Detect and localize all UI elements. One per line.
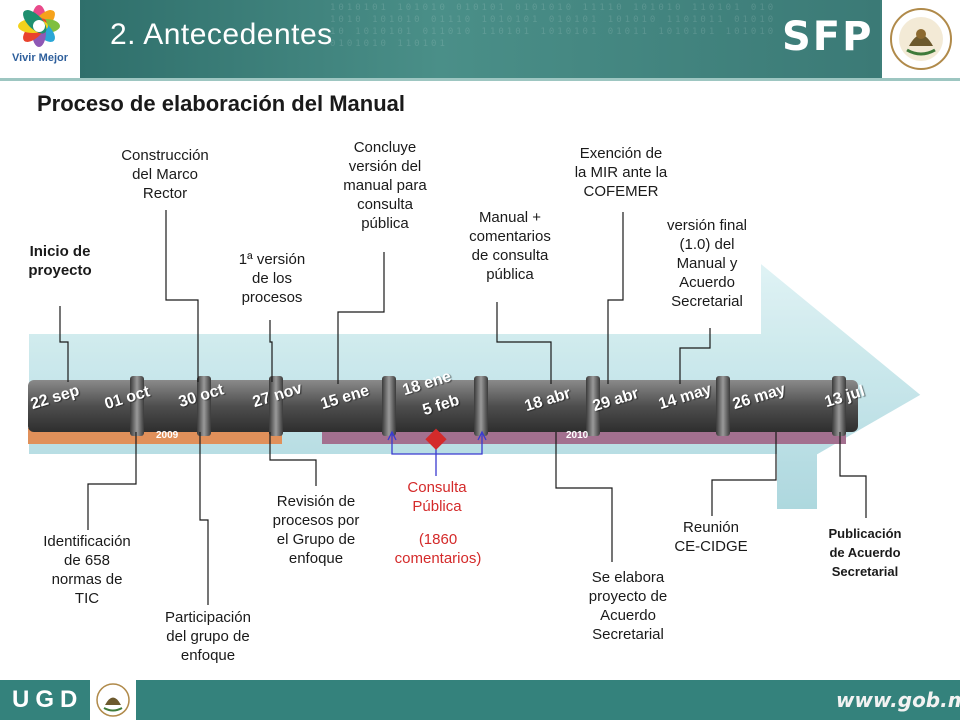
vivir-mejor-flower-logo bbox=[18, 5, 60, 47]
label-version-final: versión final (1.0) del Manual y Acuerdo… bbox=[666, 217, 748, 310]
footer-seal-box bbox=[90, 680, 136, 720]
mexico-seal-icon bbox=[96, 683, 130, 717]
connector-lines bbox=[59, 210, 867, 605]
header-binary-pattern: 1010101 101010 010101 0101010 11110 1010… bbox=[330, 3, 777, 49]
gob-mx-link[interactable]: www.gob.mx bbox=[836, 688, 960, 712]
vivir-mejor-text: Vivir Mejor bbox=[11, 52, 69, 64]
seal-box bbox=[882, 0, 960, 78]
footer-ugd-text: UGD bbox=[12, 686, 84, 713]
label-primera-version: 1ª versión de los procesos bbox=[238, 251, 306, 306]
label-consulta-publica: Consulta Pública bbox=[407, 479, 467, 515]
label-inicio-proyecto: Inicio de proyecto bbox=[28, 243, 92, 279]
label-revision-procesos: Revisión de procesos por el Grupo de enf… bbox=[272, 493, 360, 567]
header-divider bbox=[0, 78, 960, 81]
label-comentarios-count: (1860 comentarios) bbox=[394, 531, 482, 567]
year-label-2010: 2010 bbox=[566, 430, 589, 441]
timeline-graphic bbox=[27, 210, 924, 605]
label-exencion-mir: Exención de la MIR ante la COFEMER bbox=[574, 145, 668, 200]
header-bar: 1010101 101010 010101 0101010 11110 1010… bbox=[0, 0, 960, 78]
year-label-2009: 2009 bbox=[156, 430, 179, 441]
mexico-seal-icon bbox=[890, 8, 952, 70]
label-manual-comentarios: Manual + comentarios de consulta pública bbox=[469, 209, 551, 283]
label-reunion-ce-cidge: Reunión CE-CIDGE bbox=[674, 519, 748, 555]
label-construccion-marco: Construcción del Marco Rector bbox=[121, 147, 209, 202]
label-concluye-version: Concluye versión del manual para consult… bbox=[343, 139, 427, 232]
page-title: 2. Antecedentes bbox=[110, 18, 333, 51]
label-se-elabora-proyecto: Se elabora proyecto de Acuerdo Secretari… bbox=[588, 569, 668, 643]
timeline-caps bbox=[130, 376, 846, 436]
section-subtitle: Proceso de elaboración del Manual bbox=[37, 91, 405, 116]
header-band bbox=[80, 0, 880, 78]
vivir-mejor-logo: Vivir Mejor bbox=[0, 0, 80, 78]
footer-bar: UGD www.gob.mx bbox=[0, 680, 960, 720]
sfp-logo: SFP bbox=[782, 14, 874, 60]
timeline-bar bbox=[28, 380, 858, 432]
consulta-diamond-icon bbox=[425, 428, 447, 450]
label-identificacion-normas: Identificación de 658 normas de TIC bbox=[43, 533, 131, 607]
label-participacion-grupo: Participación del grupo de enfoque bbox=[165, 609, 251, 664]
label-publicacion-acuerdo: Publicación de Acuerdo Secretarial bbox=[828, 526, 902, 579]
